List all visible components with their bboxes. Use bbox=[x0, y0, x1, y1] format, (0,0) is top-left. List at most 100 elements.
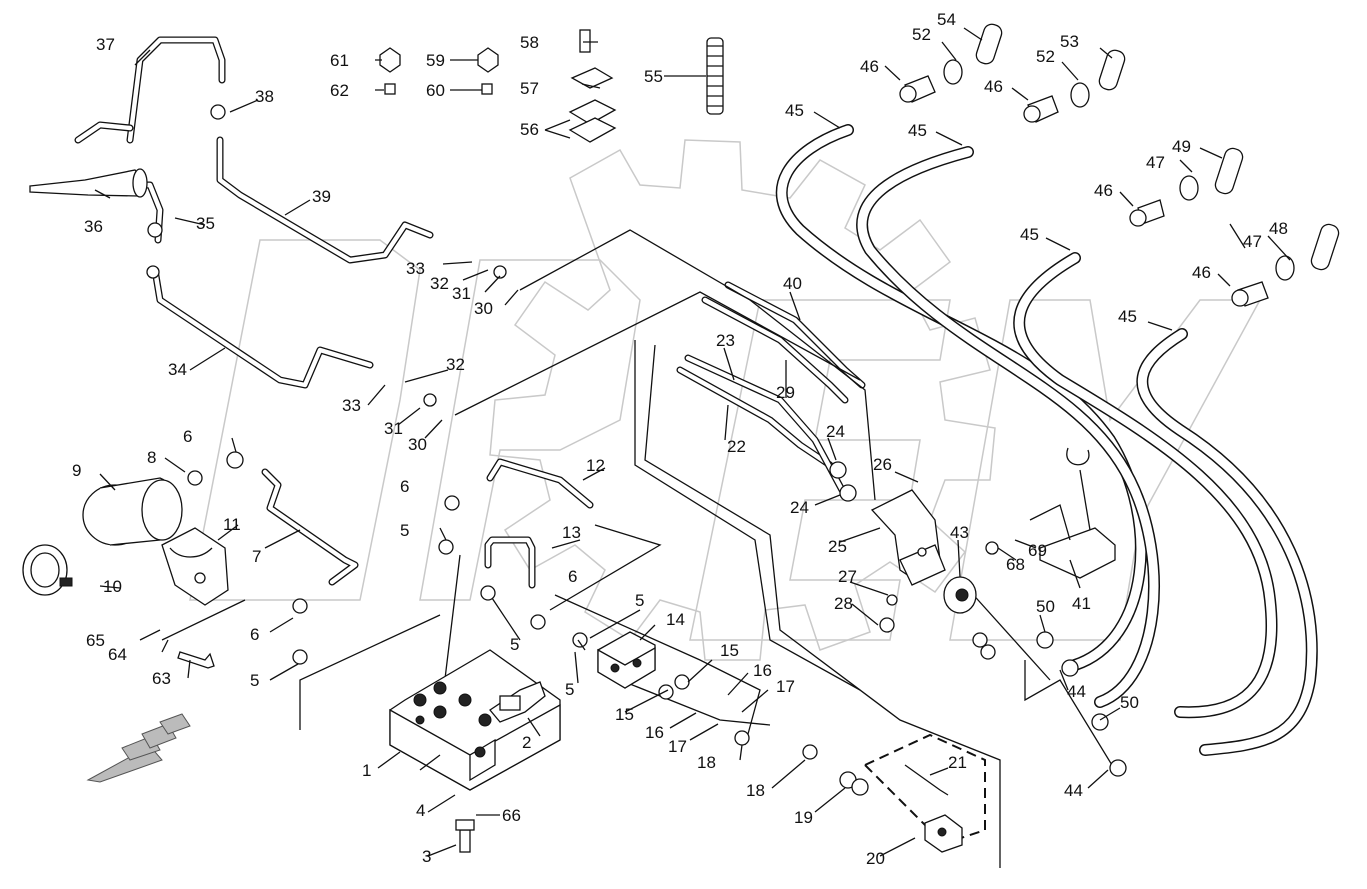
electric-valve-20 bbox=[904, 764, 963, 853]
bolt-3 bbox=[455, 819, 475, 853]
valve-block-1 bbox=[389, 649, 561, 791]
callout-54: 54 bbox=[937, 10, 956, 29]
pressure-valve-2 bbox=[489, 681, 546, 723]
callout-8: 8 bbox=[147, 448, 156, 467]
callout-52b: 52 bbox=[1036, 47, 1055, 66]
callout-16b: 16 bbox=[645, 723, 664, 742]
callout-22: 22 bbox=[727, 437, 746, 456]
accumulator-9 bbox=[82, 477, 183, 546]
callout-35: 35 bbox=[196, 214, 215, 233]
callout-53: 53 bbox=[1060, 32, 1079, 51]
callout-29: 29 bbox=[776, 383, 795, 402]
callout-43: 43 bbox=[950, 523, 969, 542]
callout-19: 19 bbox=[794, 808, 813, 827]
callout-60: 60 bbox=[426, 81, 445, 100]
callout-10: 10 bbox=[103, 577, 122, 596]
callout-28: 28 bbox=[834, 594, 853, 613]
bracket-41 bbox=[1029, 447, 1116, 579]
callout-labels: 1 2 3 4 5 5 5 5 5 6 6 6 6 7 8 9 10 11 12… bbox=[72, 10, 1288, 868]
callout-31b: 31 bbox=[384, 419, 403, 438]
callout-55: 55 bbox=[644, 67, 663, 86]
callout-34: 34 bbox=[168, 360, 187, 379]
callout-6a: 6 bbox=[183, 427, 192, 446]
callout-61: 61 bbox=[330, 51, 349, 70]
callout-27: 27 bbox=[838, 567, 857, 586]
callout-36: 36 bbox=[84, 217, 103, 236]
bracket-11 bbox=[161, 527, 229, 606]
callout-5d: 5 bbox=[565, 680, 574, 699]
callout-leaders bbox=[94, 27, 1291, 857]
callout-15a: 15 bbox=[720, 641, 739, 660]
callout-9: 9 bbox=[72, 461, 81, 480]
callout-1: 1 bbox=[362, 761, 371, 780]
callout-6b: 6 bbox=[400, 477, 409, 496]
callout-45c: 45 bbox=[1020, 225, 1039, 244]
valve-43 bbox=[943, 576, 977, 614]
callout-62: 62 bbox=[330, 81, 349, 100]
callout-23: 23 bbox=[716, 331, 735, 350]
callout-4: 4 bbox=[416, 801, 425, 820]
callout-45b: 45 bbox=[908, 121, 927, 140]
callout-18b: 18 bbox=[746, 781, 765, 800]
callout-50a: 50 bbox=[1036, 597, 1055, 616]
fittings-small bbox=[146, 104, 1127, 796]
callout-40: 40 bbox=[783, 274, 802, 293]
callout-32a: 32 bbox=[430, 274, 449, 293]
callout-52a: 52 bbox=[912, 25, 931, 44]
callout-45d: 45 bbox=[1118, 307, 1137, 326]
callout-69: 69 bbox=[1028, 541, 1047, 560]
callout-49: 49 bbox=[1172, 137, 1191, 156]
callout-24b: 24 bbox=[790, 498, 809, 517]
callout-25: 25 bbox=[828, 537, 847, 556]
dotted-arrow-icon bbox=[86, 713, 191, 783]
callout-15b: 15 bbox=[615, 705, 634, 724]
quick-couplers-46 bbox=[899, 75, 1269, 307]
callout-2: 2 bbox=[522, 733, 531, 752]
callout-44a: 44 bbox=[1067, 682, 1086, 701]
callout-31a: 31 bbox=[452, 284, 471, 303]
callout-47a: 47 bbox=[1146, 153, 1165, 172]
callout-41: 41 bbox=[1072, 594, 1091, 613]
hoses-45 bbox=[775, 124, 1318, 756]
spring-55 bbox=[706, 37, 724, 115]
callout-47b: 47 bbox=[1243, 232, 1262, 251]
distributor-25 bbox=[870, 489, 946, 586]
callout-5c: 5 bbox=[510, 635, 519, 654]
callout-7: 7 bbox=[252, 547, 261, 566]
callout-20: 20 bbox=[866, 849, 885, 868]
callout-57: 57 bbox=[520, 79, 539, 98]
callout-38: 38 bbox=[255, 87, 274, 106]
callout-58: 58 bbox=[520, 33, 539, 52]
callout-45a: 45 bbox=[785, 101, 804, 120]
callout-11: 11 bbox=[223, 515, 241, 534]
callout-16a: 16 bbox=[753, 661, 772, 680]
callout-66: 66 bbox=[502, 806, 521, 825]
tags-48-54 bbox=[975, 23, 1340, 271]
callout-14: 14 bbox=[666, 610, 685, 629]
callout-37: 37 bbox=[96, 35, 115, 54]
callout-56: 56 bbox=[520, 120, 539, 139]
dust-caps-47-52 bbox=[943, 59, 1295, 281]
callout-3: 3 bbox=[422, 847, 431, 866]
callout-39: 39 bbox=[312, 187, 331, 206]
callout-6d: 6 bbox=[568, 567, 577, 586]
callout-50b: 50 bbox=[1120, 693, 1139, 712]
hose-37 bbox=[74, 121, 134, 144]
callout-12: 12 bbox=[586, 456, 605, 475]
bolt-63 bbox=[177, 651, 215, 669]
callout-21: 21 bbox=[948, 753, 967, 772]
callout-33b: 33 bbox=[342, 396, 361, 415]
callout-46b: 46 bbox=[984, 77, 1003, 96]
callout-30a: 30 bbox=[474, 299, 493, 318]
callout-32b: 32 bbox=[446, 355, 465, 374]
callout-18a: 18 bbox=[697, 753, 716, 772]
callout-30b: 30 bbox=[408, 435, 427, 454]
callout-24a: 24 bbox=[826, 422, 845, 441]
cylinder-36 bbox=[29, 168, 148, 198]
callout-26: 26 bbox=[873, 455, 892, 474]
gear-outline-watermark bbox=[189, 139, 1262, 661]
callout-46c: 46 bbox=[1094, 181, 1113, 200]
callout-6c: 6 bbox=[250, 625, 259, 644]
